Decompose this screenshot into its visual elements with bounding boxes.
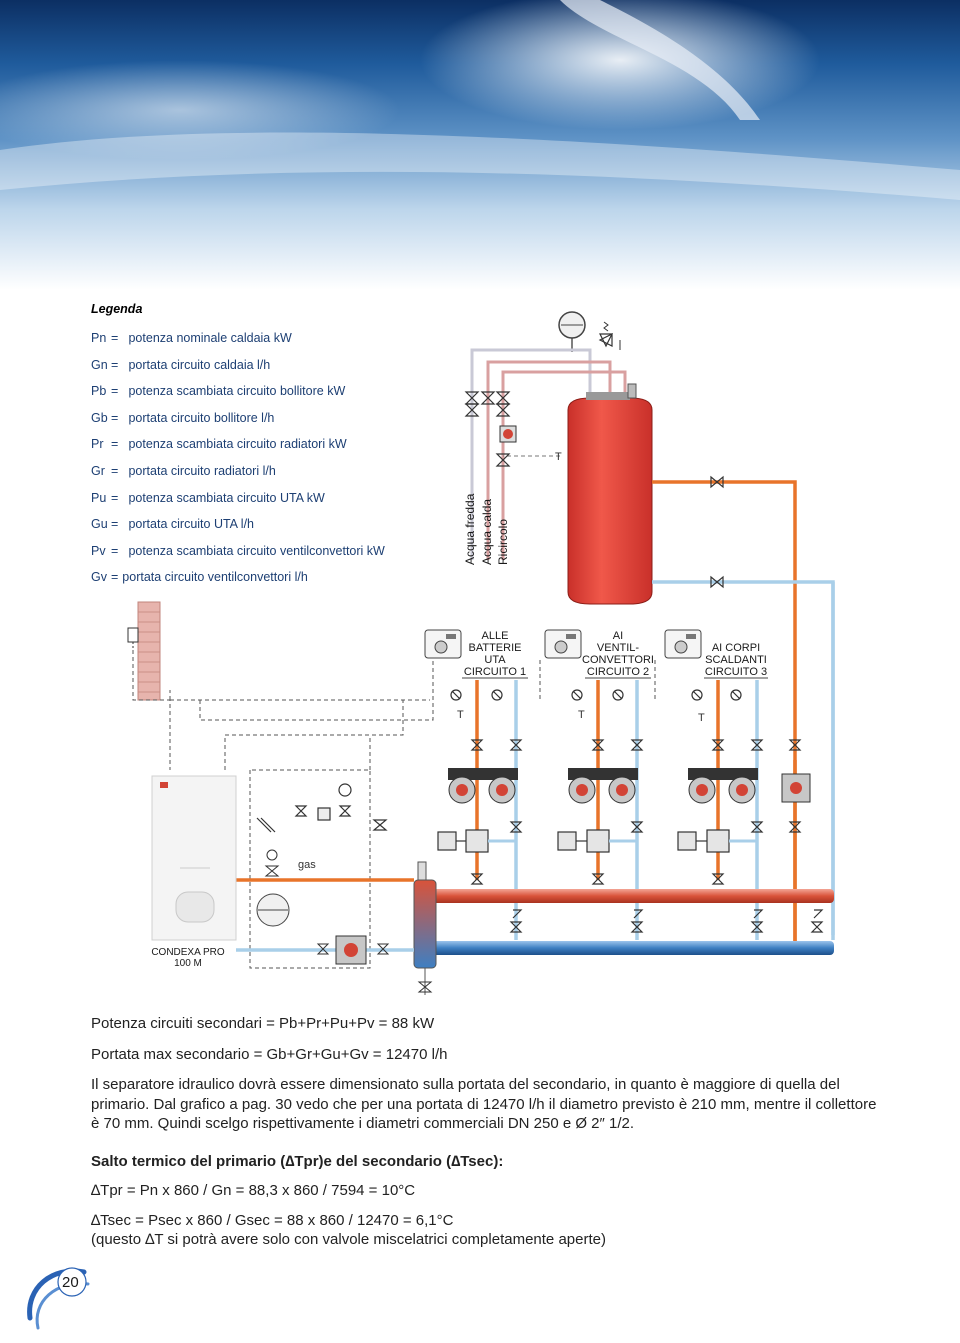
gas-label: gas xyxy=(298,859,316,871)
separator-paragraph: Il separatore idraulico dovrà essere dim… xyxy=(91,1076,877,1132)
boiler-name-label: CONDEXA PRO 100 M xyxy=(151,947,225,969)
circuit-1-label: ALLE BATTERIE UTA CIRCUITO 1 xyxy=(462,630,528,679)
svg-text:AI CORPI: AI CORPI xyxy=(712,642,760,654)
legend-item: Pb= potenza scambiata circuito bollitore… xyxy=(91,384,346,399)
boiler-unit xyxy=(151,775,237,941)
safety-group-icons xyxy=(256,783,388,833)
svg-text:CONDEXA PRO: CONDEXA PRO xyxy=(151,947,225,958)
sensor-labels: T T T xyxy=(457,709,705,724)
circulator-pump-2 xyxy=(568,768,638,804)
gas-valve-icon xyxy=(264,849,280,877)
hot-water-label: Acqua calda xyxy=(480,499,494,565)
recirculation-label: Ricircolo xyxy=(496,519,510,565)
secondary-flow-formula: Portata max secondario = Gb+Gr+Gu+Gv = 1… xyxy=(91,1045,448,1063)
circulator-pump-3 xyxy=(688,768,758,804)
primary-delta-t: ∆Tpr = Pn x 860 / Gn = 88,3 x 860 / 7594… xyxy=(91,1182,416,1199)
circuit-3-label: AI CORPI SCALDANTI CIRCUITO 3 xyxy=(704,642,768,679)
body-text: Potenza circuiti secondari = Pb+Pr+Pu+Pv… xyxy=(91,1014,881,1250)
zone-controller-2 xyxy=(544,629,582,659)
zone-controller-3 xyxy=(664,629,702,659)
circuit-2-label: AI VENTIL- CONVETTORI CIRCUITO 2 xyxy=(582,630,654,679)
svg-text:T: T xyxy=(698,712,705,724)
svg-text:ALLE: ALLE xyxy=(482,630,509,642)
legend-item: Gu= portata circuito UTA l/h xyxy=(91,517,254,532)
circulator-pump-1 xyxy=(448,768,518,804)
hot-manifold xyxy=(430,889,834,903)
outdoor-sensor-icon xyxy=(127,627,139,650)
svg-text:VENTIL-: VENTIL- xyxy=(597,642,640,654)
svg-text:100 M: 100 M xyxy=(174,958,202,969)
legend-item: Gr= portata circuito radiatori l/h xyxy=(91,463,276,478)
hydraulic-schematic: T Acqua fredda Acqua calda Ricircolo xyxy=(127,311,835,995)
legend-item: Gv=portata circuito ventilconvettori l/h xyxy=(91,570,308,585)
svg-text:CIRCUITO 1: CIRCUITO 1 xyxy=(464,666,526,678)
hydraulic-separator xyxy=(413,861,437,995)
banner-artwork xyxy=(0,0,960,200)
tank-check-valves xyxy=(710,475,724,589)
tank-sensor-label: T xyxy=(555,451,562,463)
isolating-valves-lower xyxy=(470,821,824,933)
legend-item: Pr= potenza scambiata circuito radiatori… xyxy=(91,437,347,452)
legend: Legenda Pn= potenza nominale caldaia kW … xyxy=(91,302,451,591)
svg-text:AI: AI xyxy=(613,630,623,642)
control-wiring xyxy=(132,640,656,969)
isolating-valves-upper xyxy=(470,739,802,751)
legend-item: Gn= portata circuito caldaia l/h xyxy=(91,357,271,372)
page-number-badge: 20 xyxy=(22,1258,122,1338)
svg-text:BATTERIE: BATTERIE xyxy=(469,642,522,654)
page-swirl-icon xyxy=(27,1267,90,1330)
cold-water-label: Acqua fredda xyxy=(463,493,477,565)
svg-text:SCALDANTI: SCALDANTI xyxy=(705,654,767,666)
dhw-expansion-vessel xyxy=(558,311,586,352)
dhw-safety-valve-icon xyxy=(598,321,621,350)
svg-text:CIRCUITO 2: CIRCUITO 2 xyxy=(587,666,649,678)
page-number: 20 xyxy=(62,1274,79,1291)
secondary-power-formula: Potenza circuiti secondari = Pb+Pr+Pu+Pv… xyxy=(91,1015,435,1032)
legend-item: Pv= potenza scambiata circuito ventilcon… xyxy=(91,543,385,558)
svg-text:T: T xyxy=(578,709,585,721)
primary-expansion-vessel xyxy=(256,893,290,927)
legend-title: Legenda xyxy=(91,302,143,316)
thermal-jump-heading: Salto termico del primario (∆Tpr)e del s… xyxy=(91,1152,504,1170)
legend-item: Pu= potenza scambiata circuito UTA kW xyxy=(91,490,325,505)
zone-controller-1 xyxy=(424,629,462,659)
cold-manifold xyxy=(430,941,834,955)
mixing-valves xyxy=(437,829,757,853)
header-banner-image xyxy=(0,0,960,290)
recirculation-pump-icon xyxy=(499,425,517,443)
secondary-delta-t: ∆Tsec = Psec x 860 / Gsec = 88 x 860 / 1… xyxy=(91,1211,454,1229)
chimney-wall xyxy=(137,601,161,701)
legend-item: Pn= potenza nominale caldaia kW xyxy=(91,331,292,345)
storage-tank xyxy=(567,383,653,605)
circulator-pump-tank xyxy=(781,773,811,803)
svg-text:T: T xyxy=(457,709,464,721)
svg-text:CIRCUITO 3: CIRCUITO 3 xyxy=(705,666,767,678)
primary-pump xyxy=(316,935,390,965)
dhw-valves xyxy=(464,391,511,467)
thermometer-icons xyxy=(450,689,742,701)
primary-pipes xyxy=(236,878,414,952)
legend-item: Gb= portata circuito bollitore l/h xyxy=(91,410,275,425)
delta-t-note: (questo ∆T si potrà avere solo con valvo… xyxy=(91,1231,606,1248)
svg-text:UTA: UTA xyxy=(484,654,506,666)
svg-text:CONVETTORI: CONVETTORI xyxy=(582,654,654,666)
tank-coil-pipes xyxy=(652,480,835,945)
